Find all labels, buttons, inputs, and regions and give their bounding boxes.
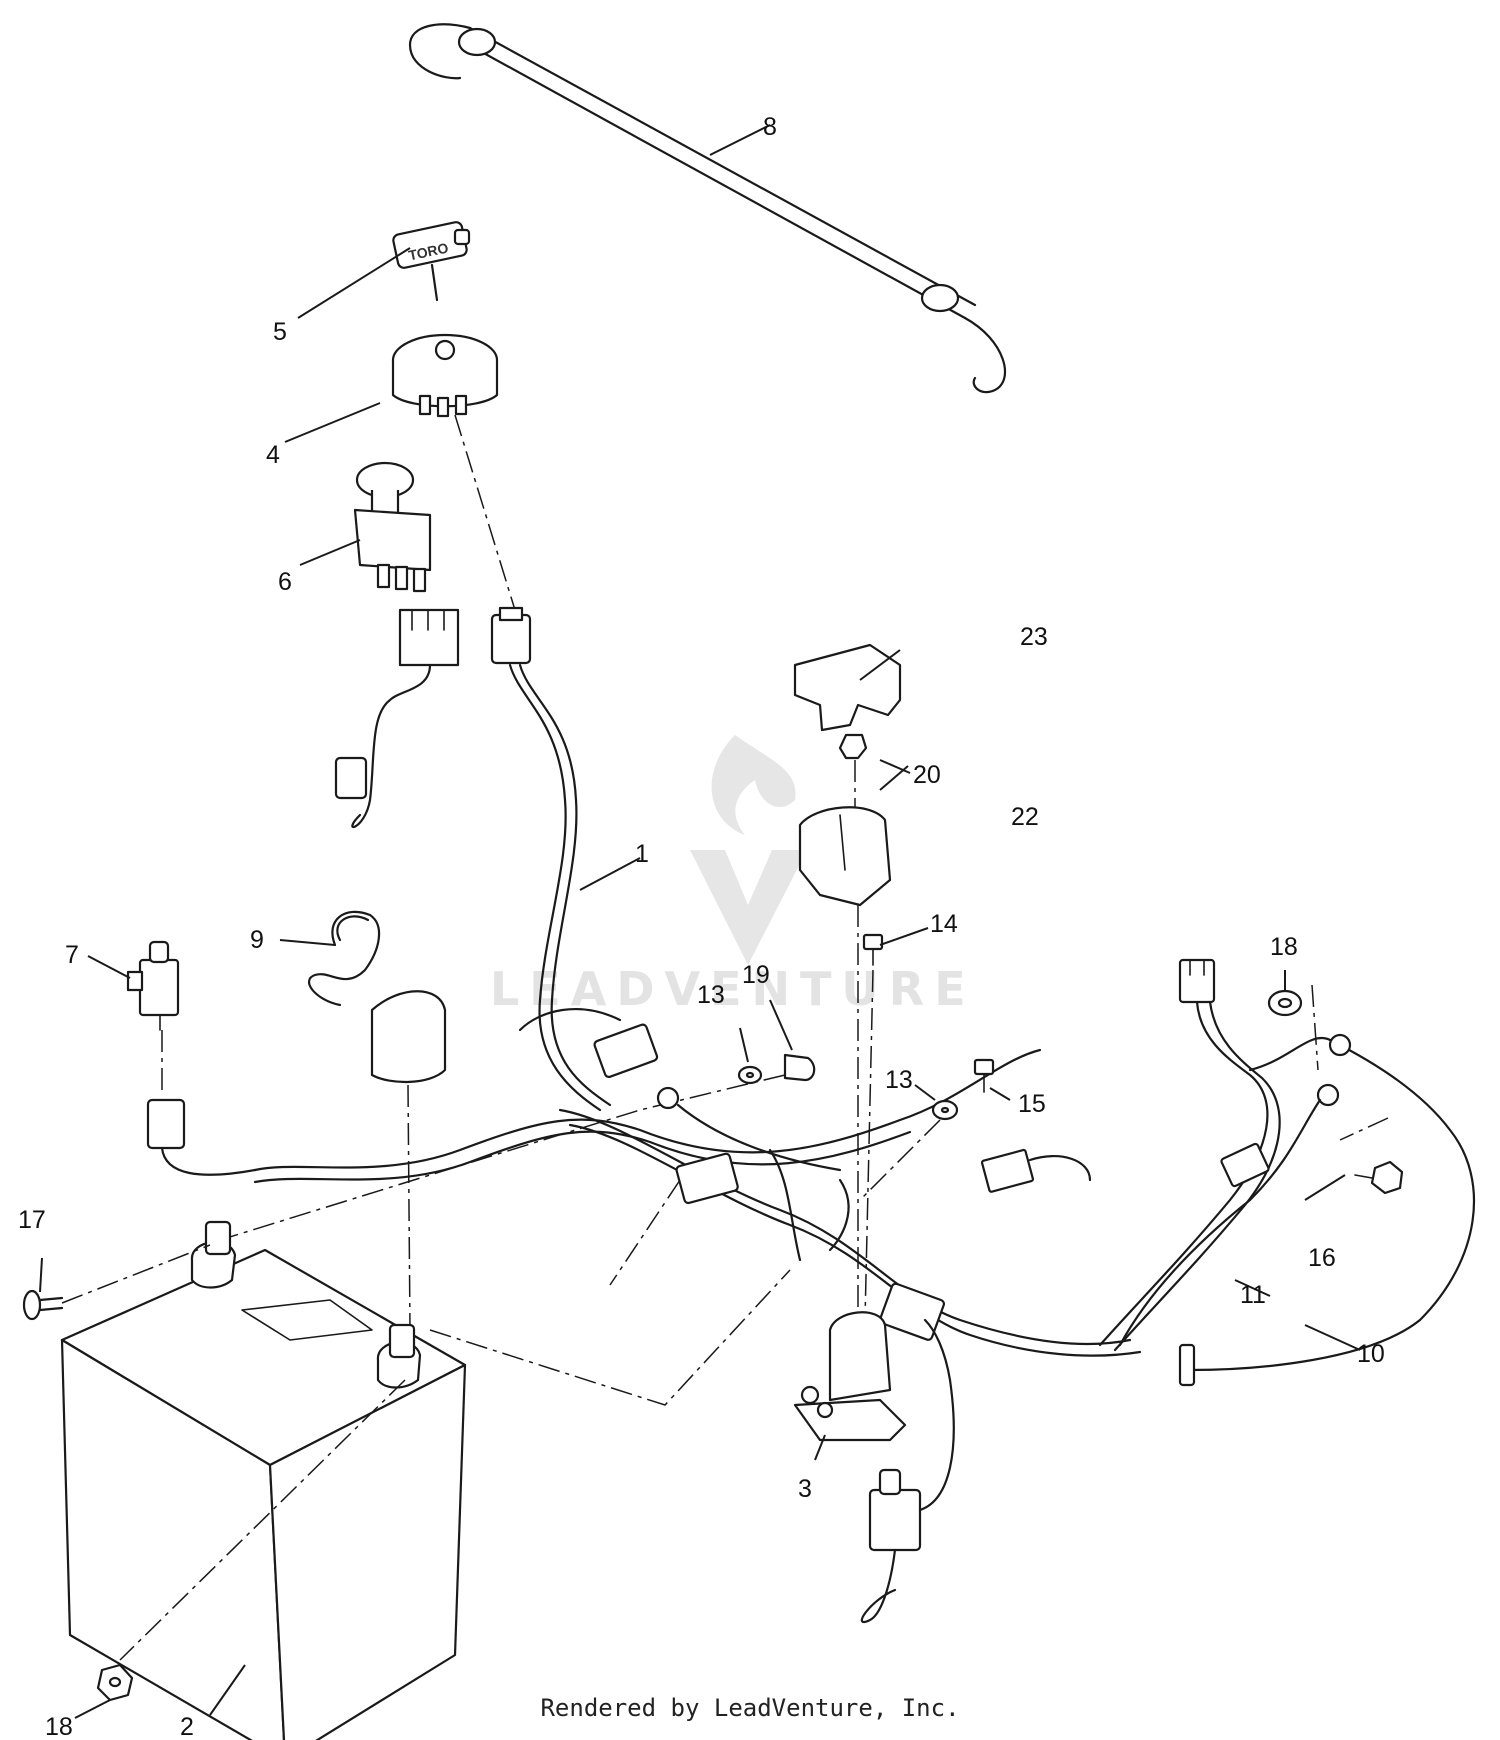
callout-2: 2 <box>180 1713 194 1740</box>
part-19-terminal <box>783 1053 816 1082</box>
callout-13-right: 13 <box>885 1066 913 1094</box>
part-7-seat-switch <box>126 940 257 1176</box>
part-11-harness-branch <box>1098 958 1281 1352</box>
interlock-switch <box>860 1318 955 1623</box>
callout-3: 3 <box>798 1475 812 1503</box>
callout-9: 9 <box>250 926 264 954</box>
connector-8pin <box>980 1148 1092 1193</box>
part-18-nut-upper <box>1267 989 1303 1017</box>
callout-1: 1 <box>635 840 649 868</box>
part-10-battery-cable <box>1118 1033 1476 1387</box>
callout-17: 17 <box>18 1206 46 1234</box>
part-2-battery <box>60 1220 467 1740</box>
callout-16: 16 <box>1308 1244 1336 1272</box>
part-22-boot <box>798 806 892 907</box>
part-8-rod <box>408 23 1007 394</box>
watermark-text: LEADVENTURE <box>490 962 976 1016</box>
callout-19: 19 <box>742 961 770 989</box>
part-14-bolt <box>862 933 884 966</box>
callout-6: 6 <box>278 568 292 596</box>
connector-987 <box>398 608 460 667</box>
callout-7: 7 <box>65 941 79 969</box>
callout-14: 14 <box>930 910 958 938</box>
part-15-bolt <box>973 1058 995 1093</box>
callouts: 8 5 4 6 23 20 22 1 14 9 7 18 19 13 13 15… <box>18 113 1385 1740</box>
callout-18-upper: 18 <box>1270 933 1298 961</box>
callout-4: 4 <box>266 441 280 469</box>
callout-15: 15 <box>1018 1090 1046 1118</box>
leader-lines <box>39 124 1361 1719</box>
part-16-bolt <box>1354 1160 1404 1195</box>
part-4-ignition-switch <box>391 333 516 611</box>
connector-ignition <box>490 606 532 665</box>
part-1-harness <box>253 663 1142 1357</box>
callout-20: 20 <box>913 761 941 789</box>
callout-11: 11 <box>1240 1281 1266 1309</box>
part-6-pto-switch <box>353 461 432 593</box>
callout-5: 5 <box>273 318 287 346</box>
callout-18-lower: 18 <box>45 1713 73 1740</box>
part-13-washer-right <box>931 1099 959 1121</box>
callout-13-left: 13 <box>697 981 725 1009</box>
footer-credit: Rendered by LeadVenture, Inc. <box>540 1694 960 1722</box>
part-5-key: TORO <box>392 221 471 302</box>
part-13-washer-left <box>737 1065 763 1085</box>
callout-8: 8 <box>763 113 777 141</box>
part-9-cable-boot <box>308 910 447 1331</box>
callout-10: 10 <box>1357 1340 1385 1368</box>
part-3-solenoid <box>793 1311 907 1442</box>
ring-terminal <box>656 1086 842 1172</box>
part-23-cover <box>793 643 902 732</box>
part-17-bolt <box>22 1289 64 1321</box>
callout-23: 23 <box>1020 623 1048 651</box>
callout-22: 22 <box>1011 803 1039 831</box>
part-18-nut-lower <box>96 1663 134 1702</box>
part-20-nut <box>838 733 868 760</box>
watermark-logo: LEADVENTURE <box>490 735 976 1016</box>
